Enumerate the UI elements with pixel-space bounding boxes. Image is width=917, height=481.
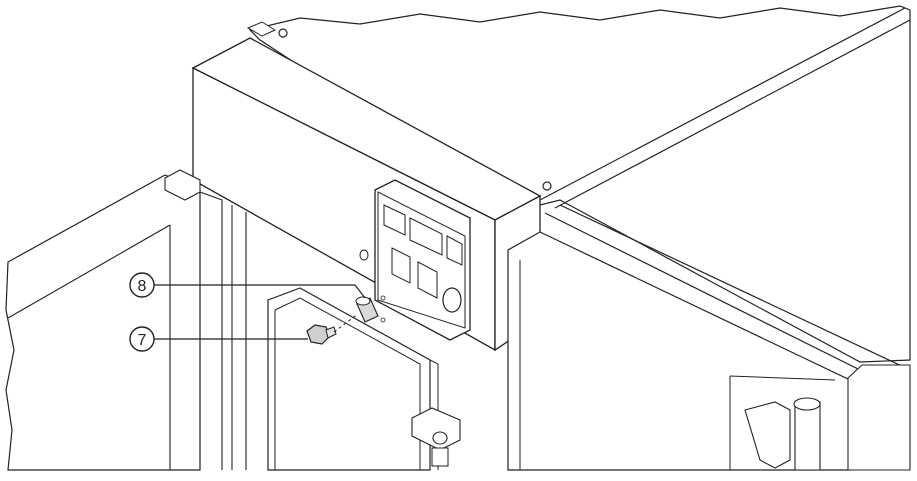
hex-bolt-shank xyxy=(325,326,337,339)
callout-8: 8 xyxy=(129,272,155,298)
frame-post-left xyxy=(199,191,247,470)
spacer-sleeve-end xyxy=(355,296,371,306)
top-rail-lower xyxy=(544,204,911,371)
callout-7: 7 xyxy=(129,326,155,352)
right-hinge-post xyxy=(794,401,821,471)
display-window-2 xyxy=(409,217,443,256)
right-corner-cap xyxy=(847,364,911,471)
mounting-hole-upper xyxy=(380,295,386,301)
right-hinge-bracket xyxy=(744,401,791,469)
door-hinge-bracket xyxy=(411,407,461,451)
cabinet-top-surface xyxy=(248,5,911,363)
mounting-hole-lower xyxy=(380,317,386,323)
left-panel-inner-edge xyxy=(7,224,171,470)
rotary-knob xyxy=(442,287,462,313)
display-window-1 xyxy=(383,204,406,236)
mounting-hole-top-left xyxy=(278,28,288,38)
top-rail-right xyxy=(539,7,911,209)
left-side-panel xyxy=(5,174,201,471)
callout-8-label: 8 xyxy=(138,278,147,295)
callout-8-leader xyxy=(154,284,366,299)
door-hinge-roller xyxy=(431,447,449,467)
control-button-2 xyxy=(417,261,438,299)
display-window-3 xyxy=(446,235,463,266)
alignment-dashed-line xyxy=(333,313,359,333)
indicator-lamp xyxy=(359,249,369,261)
right-cabinet-inner xyxy=(519,260,836,470)
control-button-1 xyxy=(391,247,411,284)
door-hinge-pin xyxy=(432,431,448,445)
mounting-hole-top-center xyxy=(542,181,552,191)
top-frame-edge xyxy=(246,21,277,37)
callout-7-label: 7 xyxy=(138,332,147,349)
right-hinge-post-top xyxy=(793,397,821,411)
